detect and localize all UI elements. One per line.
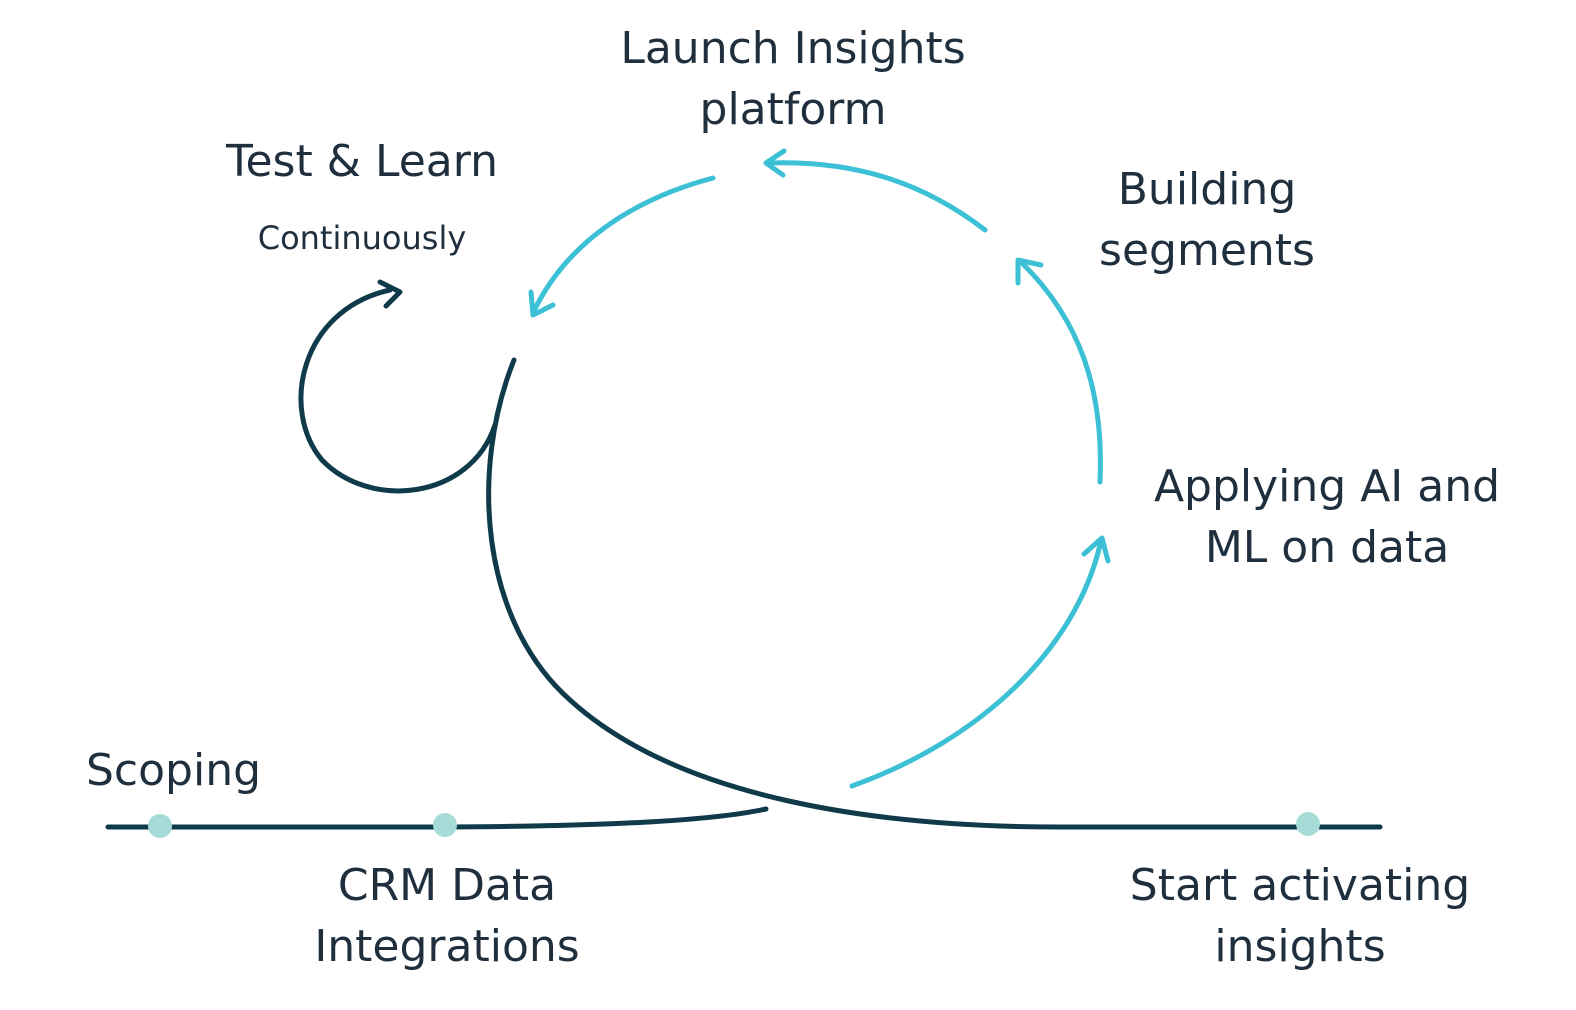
- label-launch-insights: Launch Insights platform: [593, 18, 993, 140]
- arrow-to-applying: [849, 542, 1103, 789]
- label-line: Start activating: [1129, 860, 1471, 911]
- label-line: Building: [1117, 164, 1297, 215]
- label-start-activating: Start activating insights: [1095, 855, 1505, 977]
- label-line: ML on data: [1204, 522, 1450, 573]
- cycle-arrows: [528, 148, 1111, 789]
- milestones: [148, 812, 1320, 838]
- label-line: insights: [1214, 921, 1386, 972]
- journey-line: [105, 287, 1383, 830]
- label-continuously: Continuously: [212, 218, 512, 258]
- label-line: segments: [1099, 225, 1315, 276]
- label-building-segments: Building segments: [1067, 159, 1347, 281]
- arrow-icon: [1081, 535, 1111, 564]
- arrow-to-launch: [765, 160, 988, 233]
- label-crm-data: CRM Data Integrations: [277, 855, 617, 977]
- label-test-learn: Test & Learn: [192, 131, 532, 192]
- label-line: CRM Data: [337, 860, 557, 911]
- label-line: platform: [699, 84, 887, 135]
- label-title: Test & Learn: [226, 136, 498, 187]
- dot-icon: [148, 814, 172, 838]
- label-subtitle: Continuously: [257, 219, 467, 257]
- timeline-left-line: [105, 806, 769, 830]
- label-line: Launch Insights: [620, 23, 966, 74]
- label-line: Applying AI and: [1153, 461, 1501, 512]
- label-scoping: Scoping: [86, 740, 346, 801]
- loop-arrow-icon: [377, 279, 403, 309]
- arrow-to-test-learn: [530, 175, 716, 316]
- label-line: Scoping: [86, 745, 262, 796]
- label-line: Integrations: [314, 921, 580, 972]
- arrow-icon: [528, 289, 556, 318]
- dot-icon: [1296, 812, 1320, 836]
- arrow-icon: [763, 148, 787, 178]
- label-applying-ai: Applying AI and ML on data: [1121, 456, 1533, 578]
- dot-icon: [433, 813, 457, 837]
- test-learn-loop: [298, 287, 498, 494]
- arrow-icon: [1015, 257, 1044, 286]
- loop-line: [486, 357, 1383, 830]
- arrow-to-building: [1019, 260, 1103, 485]
